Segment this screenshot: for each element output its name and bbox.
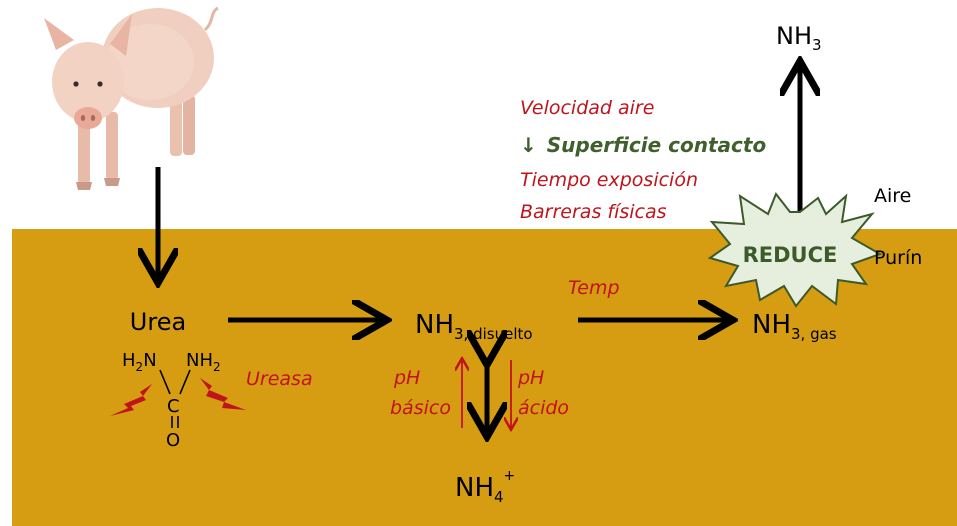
urea-label: Urea xyxy=(130,308,186,336)
reduce-starburst xyxy=(707,192,883,308)
factor-superficie-contacto: ↓Superficie contacto xyxy=(520,133,766,157)
nh3-air-label: NH3 xyxy=(776,22,822,54)
molecule-oxygen: O xyxy=(166,430,180,451)
ph-basic-label-1: pH xyxy=(393,367,420,389)
molecule-carbon: C xyxy=(167,396,180,417)
nh3-gas-label: NH3, gas xyxy=(752,310,837,343)
purin-label: Purín xyxy=(874,247,922,269)
factor-tiempo-exposicion: Tiempo exposición xyxy=(520,169,698,191)
temp-label: Temp xyxy=(568,277,620,299)
ph-acid-label-2: ácido xyxy=(518,397,569,419)
reduce-label: REDUCE xyxy=(743,243,838,267)
aire-label: Aire xyxy=(874,185,911,207)
ph-acid-label-1: pH xyxy=(517,367,544,389)
urea-molecule: H2N NH2 C O xyxy=(122,350,221,451)
molecule-left-group: H2N xyxy=(122,350,157,374)
lightning-bolt-icon-right xyxy=(200,378,246,410)
down-arrow-icon: ↓ xyxy=(520,133,537,157)
pig-illustration xyxy=(44,6,219,190)
nh4-label: NH4+ xyxy=(455,468,515,506)
factor-velocidad-aire: Velocidad aire xyxy=(520,97,654,119)
lightning-bolt-icon-left xyxy=(110,384,152,416)
nh3-dissolved-label: NH3, disuelto xyxy=(415,310,533,343)
factor-barreras-fisicas: Barreras físicas xyxy=(520,201,667,223)
molecule-right-group: NH2 xyxy=(186,350,221,374)
ph-basic-label-2: básico xyxy=(390,397,451,419)
ureasa-label: Ureasa xyxy=(246,368,313,390)
